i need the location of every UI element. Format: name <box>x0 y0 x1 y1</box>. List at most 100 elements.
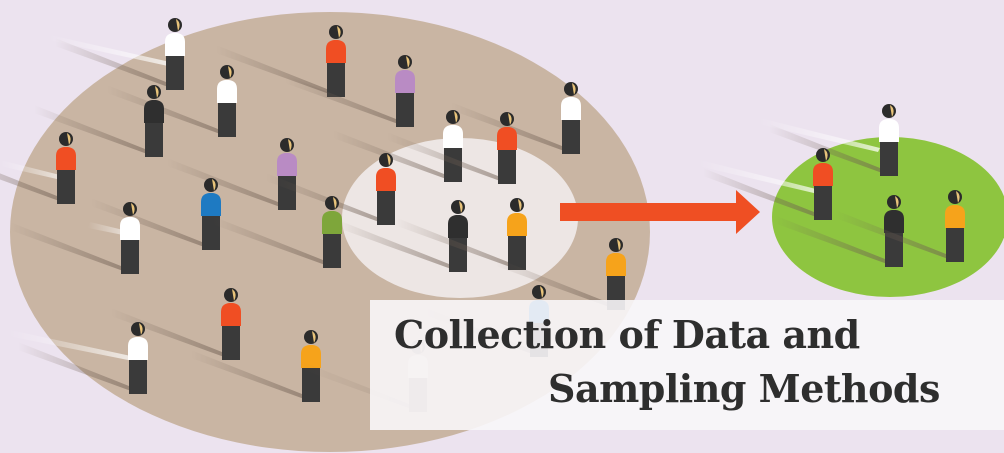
person-face <box>406 56 410 68</box>
person-figure <box>10 202 140 274</box>
person-head <box>609 238 623 252</box>
person-figure <box>835 190 965 262</box>
person-face <box>131 203 135 215</box>
person-shirt <box>277 153 297 176</box>
person-head <box>220 65 234 79</box>
person-head <box>887 195 901 209</box>
person-face <box>212 179 216 191</box>
person-shadow <box>0 173 62 202</box>
person-head <box>379 153 393 167</box>
person-figure <box>107 65 237 137</box>
person-head <box>325 196 339 210</box>
person-shirt <box>448 215 468 238</box>
person-figure <box>397 198 527 270</box>
person-figure <box>387 112 517 184</box>
person-figure <box>167 138 297 210</box>
person-legs <box>218 103 236 137</box>
person-face <box>895 196 899 208</box>
person-shirt <box>144 100 164 123</box>
person-head <box>510 198 524 212</box>
person-shirt <box>879 119 899 142</box>
person-shirt <box>201 193 221 216</box>
person-shadow <box>55 38 171 88</box>
person-shirt <box>301 345 321 368</box>
person-legs <box>880 142 898 176</box>
arrow-icon <box>560 190 760 234</box>
person-face <box>176 19 180 31</box>
person-face <box>337 26 341 38</box>
person-legs <box>121 240 139 274</box>
person-figure <box>34 85 164 157</box>
person-shadow <box>397 218 513 268</box>
person-figure <box>774 195 904 267</box>
person-head <box>59 132 73 146</box>
person-figure <box>18 322 148 394</box>
person-head <box>532 285 546 299</box>
person-legs <box>166 56 184 90</box>
person-legs <box>946 228 964 262</box>
person-face <box>312 331 316 343</box>
person-face <box>67 133 71 145</box>
person-head <box>500 112 514 126</box>
person-face <box>228 66 232 78</box>
person-shirt <box>322 211 342 234</box>
person-shadow <box>107 85 223 135</box>
person-head <box>304 330 318 344</box>
person-shadow <box>266 173 382 223</box>
person-shirt <box>395 70 415 93</box>
person-face <box>155 86 159 98</box>
person-shadow <box>91 198 207 248</box>
person-head <box>948 190 962 204</box>
person-legs <box>498 150 516 184</box>
person-head <box>329 25 343 39</box>
motion-streaks <box>0 35 880 362</box>
page-title-line-1: Collection of Data and <box>394 312 860 357</box>
person-shadow <box>167 158 283 208</box>
person-figure <box>0 132 76 204</box>
person-shadow <box>285 75 401 125</box>
person-figure <box>285 55 415 127</box>
person-shirt <box>443 125 463 148</box>
person-shirt <box>813 163 833 186</box>
person-shadow <box>10 222 126 272</box>
person-face <box>572 83 576 95</box>
person-shirt <box>507 213 527 236</box>
person-shirt <box>217 80 237 103</box>
person-legs <box>323 234 341 268</box>
person-figure <box>703 148 833 220</box>
person-shirt <box>128 337 148 360</box>
person-head <box>204 178 218 192</box>
person-legs <box>129 360 147 394</box>
person-shadow <box>212 216 328 266</box>
person-head <box>446 110 460 124</box>
person-shirt <box>165 33 185 56</box>
person-legs <box>396 93 414 127</box>
person-head <box>451 200 465 214</box>
person-legs <box>814 186 832 220</box>
person-face <box>540 286 544 298</box>
person-head <box>168 18 182 32</box>
person-face <box>956 191 960 203</box>
person-shadow <box>18 342 134 392</box>
person-head <box>816 148 830 162</box>
person-head <box>123 202 137 216</box>
person-figure <box>212 196 342 268</box>
person-head <box>564 82 578 96</box>
person-figure <box>338 200 468 272</box>
person-face <box>508 113 512 125</box>
person-head <box>224 288 238 302</box>
person-face <box>232 289 236 301</box>
person-legs <box>377 191 395 225</box>
person-shadow <box>387 132 503 182</box>
person-shadow <box>338 220 454 270</box>
person-face <box>459 201 463 213</box>
person-figure <box>769 104 899 176</box>
person-shirt <box>945 205 965 228</box>
person-face <box>518 199 522 211</box>
person-shirt <box>120 217 140 240</box>
person-shirt <box>497 127 517 150</box>
title-card: Collection of Data and Sampling Methods <box>370 300 1004 430</box>
person-figure <box>111 288 241 360</box>
person-shadow <box>111 308 227 358</box>
person-head <box>147 85 161 99</box>
